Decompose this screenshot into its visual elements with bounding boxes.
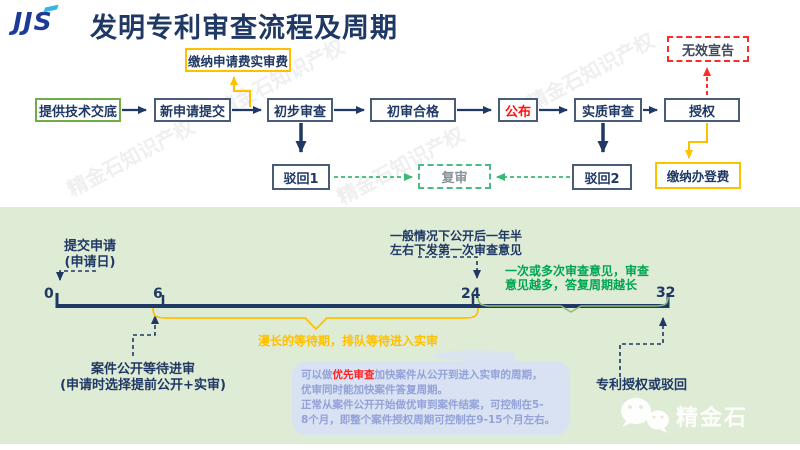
node-grant: 授权 [664, 98, 740, 122]
connector-registration-fee [685, 123, 708, 159]
tick-label-6: 6 [153, 286, 163, 302]
multiple-office-actions-line1: 一次或多次审查意见，审查 [505, 264, 650, 278]
multiple-office-actions-line2: 意见越多，答复周期越长 [505, 278, 638, 293]
node-new-application-filing: 新申请提交 [154, 98, 231, 122]
grant-or-reject-label: 专利授权或驳回 [596, 378, 688, 393]
case-open-line2: (申请时选择提前公开+实审) [60, 377, 226, 393]
node-preliminary-pass: 初审合格 [370, 98, 456, 122]
priority-review-bubble: 可以做优先审查加快案件从公开到进入实审的周期， 优审同时能加快案件答复周期。 正… [292, 361, 570, 435]
node-invalidation-declaration: 无效宣告 [667, 36, 749, 62]
page-title: 发明专利审查流程及周期 [90, 13, 398, 44]
bubble-text: 优审同时能加快案件答复周期。 [301, 383, 448, 396]
brand-name: 精金石 [676, 406, 749, 431]
submit-application-line2: (申请日) [64, 254, 116, 270]
node-provide-technical-disclosure: 提供技术交底 [35, 98, 121, 122]
tick-label-0: 0 [44, 286, 54, 302]
bubble-text: 正常从案件公开开始做优审到案件结案，可控制在5- [301, 398, 544, 411]
node-rejection-1: 驳回1 [272, 164, 330, 190]
first-office-action-line1: 一般情况下公开后一年半 [390, 229, 523, 243]
bubble-text: 8个月，即整个案件授权周期可控制在9-15个月左右。 [301, 413, 556, 426]
submit-application-label: 提交申请 (申请日) [40, 239, 140, 270]
tick-label-24: 24 [461, 286, 481, 302]
multiple-office-actions-label: 一次或多次审查意见，审查 意见越多，答复周期越长 [505, 264, 655, 293]
node-preliminary-examination: 初步审查 [267, 98, 333, 122]
tick-label-32: 32 [656, 285, 676, 301]
node-publication: 公布 [498, 98, 538, 122]
submit-application-line1: 提交申请 [63, 239, 116, 254]
node-pay-application-fee: 缴纳申请费实审费 [185, 48, 291, 72]
node-pay-registration-fee: 缴纳办登费 [655, 162, 741, 189]
bubble-text: 可以做 [301, 369, 333, 381]
first-office-action-line2: 左右下发第一次审查意见 [390, 243, 523, 258]
priority-review-highlight: 优先审查 [332, 369, 375, 381]
node-substantive-examination: 实质审查 [574, 98, 642, 122]
bubble-text: 加快案件从公开到进入实审的周期， [374, 369, 543, 381]
long-waiting-period-label: 漫长的等待期，排队等待进入实审 [258, 334, 439, 348]
watermark: 精金石知识产权 [63, 114, 199, 202]
node-reexamination: 复审 [418, 164, 491, 189]
connector-application-fee [230, 76, 251, 107]
case-open-line1: 案件公开等待进审 [90, 362, 195, 377]
first-office-action-label: 一般情况下公开后一年半 左右下发第一次审查意见 [390, 229, 535, 258]
case-open-label: 案件公开等待进审 (申请时选择提前公开+实审) [52, 362, 234, 393]
node-rejection-2: 驳回2 [572, 164, 632, 190]
